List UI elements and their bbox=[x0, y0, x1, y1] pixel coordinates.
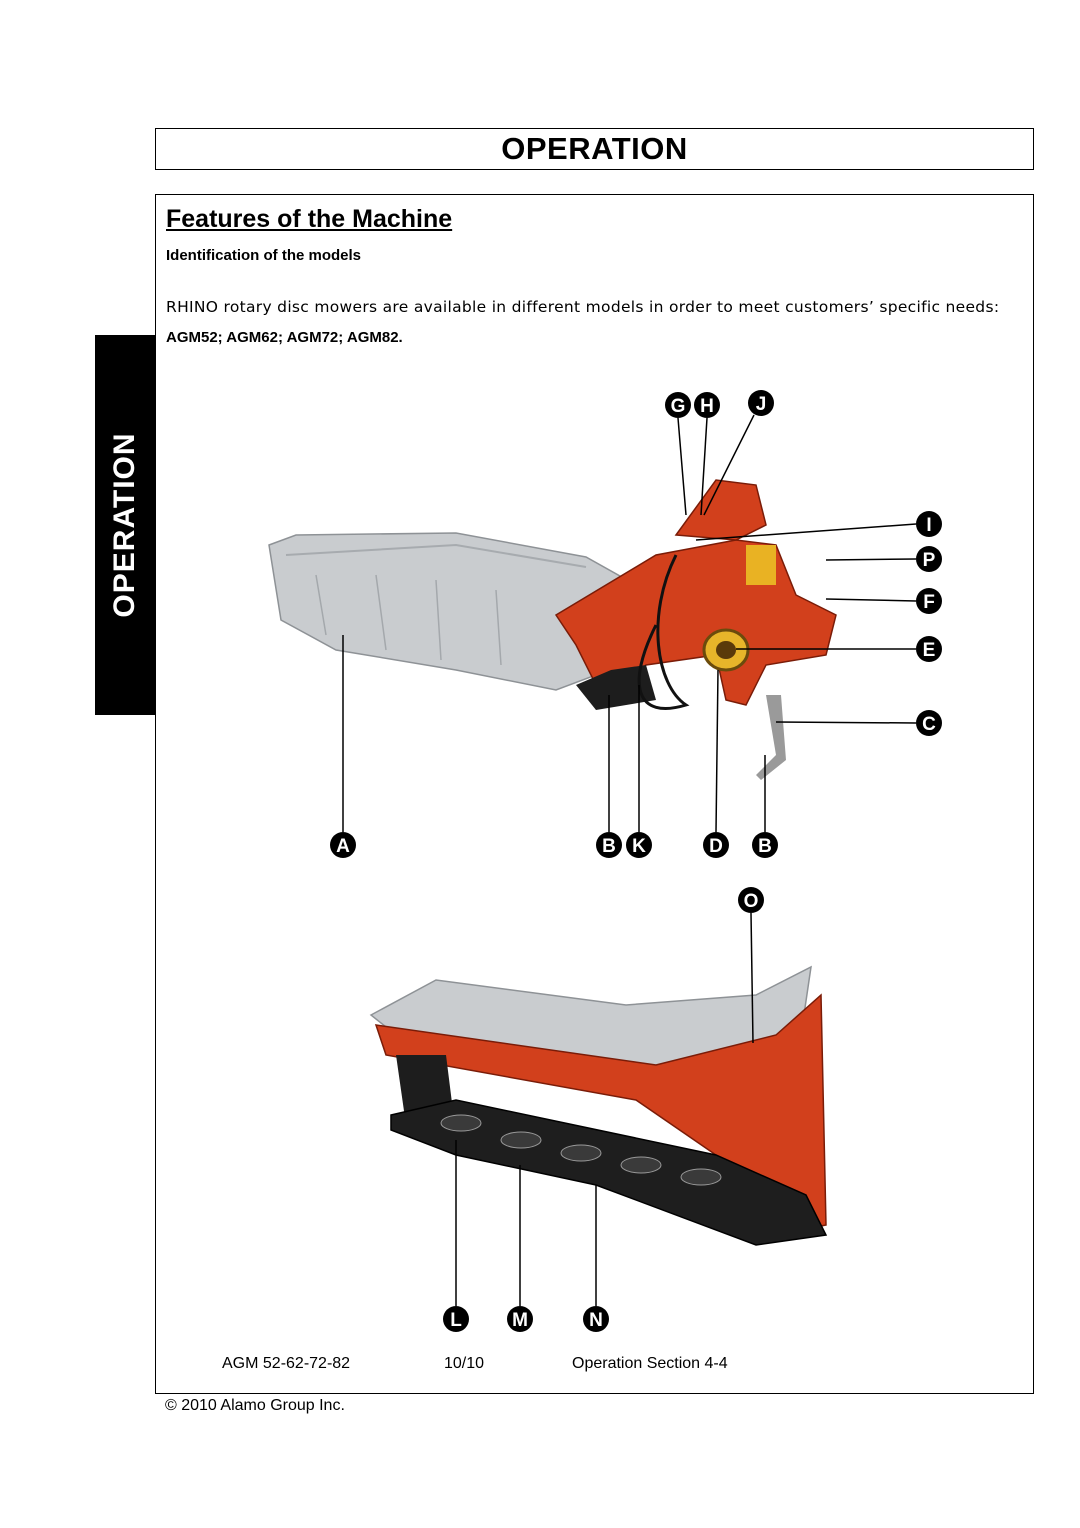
svg-text:L: L bbox=[450, 1310, 462, 1331]
label-L: L bbox=[443, 1306, 469, 1332]
mower-figure-side: G H J I P F E C A B K D B bbox=[268, 390, 942, 858]
label-I: I bbox=[916, 511, 942, 537]
label-G: G bbox=[665, 392, 691, 418]
label-A: A bbox=[330, 832, 356, 858]
svg-text:N: N bbox=[589, 1310, 603, 1331]
svg-text:E: E bbox=[923, 640, 936, 661]
label-F: F bbox=[916, 588, 942, 614]
label-E: E bbox=[916, 636, 942, 662]
svg-text:O: O bbox=[744, 891, 759, 912]
svg-text:D: D bbox=[709, 836, 723, 857]
label-H: H bbox=[694, 392, 720, 418]
page-header: OPERATION bbox=[155, 128, 1034, 170]
label-N: N bbox=[583, 1306, 609, 1332]
label-D: D bbox=[703, 832, 729, 858]
svg-text:F: F bbox=[923, 592, 935, 613]
svg-text:P: P bbox=[923, 550, 936, 571]
footer-model: AGM 52-62-72-82 bbox=[222, 1355, 351, 1372]
svg-text:G: G bbox=[671, 396, 686, 417]
svg-text:B: B bbox=[758, 836, 772, 857]
label-B-left: B bbox=[596, 832, 622, 858]
intro-text: RHINO rotary disc mowers are available i… bbox=[166, 298, 1000, 316]
header-title: OPERATION bbox=[501, 131, 688, 166]
side-tab-label: OPERATION bbox=[108, 432, 141, 618]
svg-text:I: I bbox=[926, 515, 931, 536]
svg-text:J: J bbox=[756, 394, 767, 415]
subheading: Identification of the models bbox=[166, 247, 362, 264]
label-O: O bbox=[738, 887, 764, 913]
label-C: C bbox=[916, 710, 942, 736]
svg-text:B: B bbox=[602, 836, 616, 857]
content-frame: Features of the Machine Identification o… bbox=[155, 194, 1034, 1394]
section-title: Features of the Machine bbox=[166, 205, 453, 233]
label-P: P bbox=[916, 546, 942, 572]
label-J: J bbox=[748, 390, 774, 416]
label-K: K bbox=[626, 832, 652, 858]
svg-text:M: M bbox=[512, 1310, 528, 1331]
mower-figure-front: O L M N bbox=[369, 887, 828, 1332]
model-list: AGM52; AGM62; AGM72; AGM82. bbox=[166, 329, 403, 346]
label-M: M bbox=[507, 1306, 533, 1332]
label-B-right: B bbox=[752, 832, 778, 858]
svg-text:H: H bbox=[700, 396, 714, 417]
disc-bar bbox=[390, 1099, 828, 1246]
side-section-tab: OPERATION bbox=[95, 335, 155, 715]
svg-text:C: C bbox=[922, 714, 936, 735]
copyright: © 2010 Alamo Group Inc. bbox=[165, 1397, 345, 1414]
svg-text:K: K bbox=[632, 836, 646, 857]
footer-date: 10/10 bbox=[444, 1355, 485, 1372]
footer-page: Operation Section 4-4 bbox=[572, 1355, 728, 1372]
svg-text:A: A bbox=[336, 836, 350, 857]
